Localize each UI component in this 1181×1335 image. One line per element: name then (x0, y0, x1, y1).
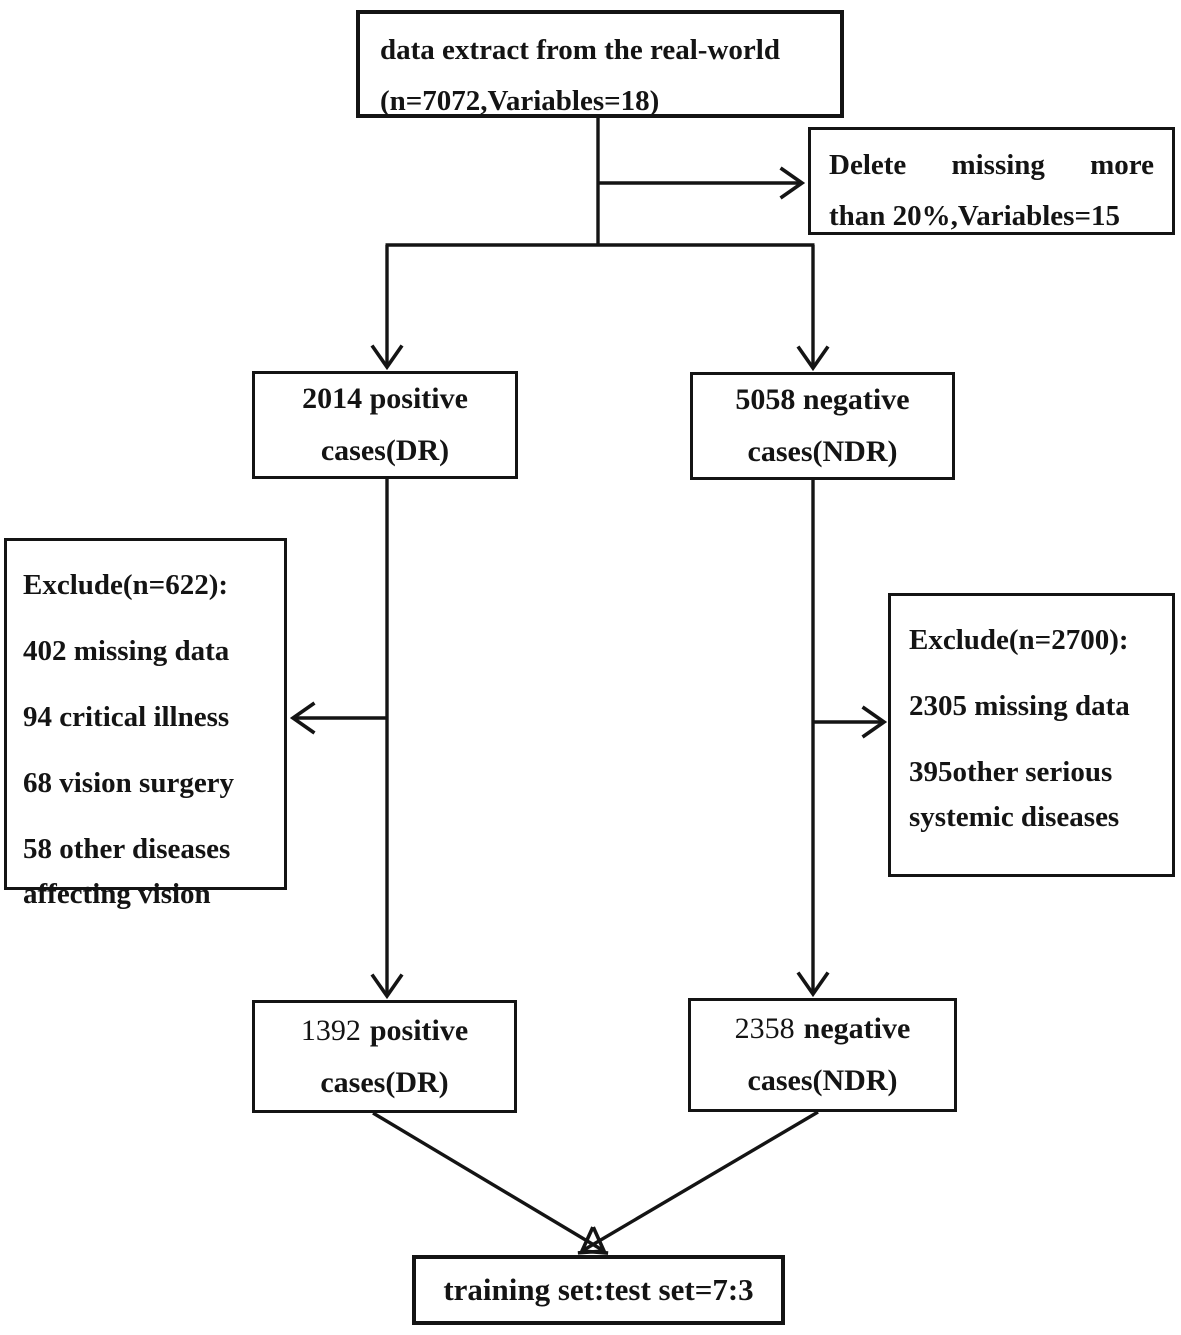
node-dr-cases: 2014 positive cases(DR) (252, 371, 518, 479)
node-delete-missing: Delete missing more than 20%,Variables=1… (808, 127, 1175, 235)
node-exclude-dr: Exclude(n=622): 402 missing data 94 crit… (4, 538, 287, 910)
node-ndr-cases: 5058 negative cases(NDR) (690, 372, 955, 480)
exclude-dr-item: 68 vision surgery (23, 767, 235, 799)
ndr-line-1: 5058 negative (735, 383, 910, 416)
dr-final-label: positive (369, 1013, 469, 1047)
edge-drfinal-to-split (372, 1111, 607, 1255)
source-line-2: (n=7072,Variables=18) (380, 85, 660, 117)
exclude-dr-item: 402 missing data (23, 635, 230, 667)
delete-line-2: than 20%,Variables=15 (829, 200, 1120, 232)
source-line-1: data extract from the real-world (380, 34, 780, 66)
dr-final-line-2: cases(DR) (320, 1065, 449, 1099)
dr-line-1: 2014 positive (302, 382, 468, 415)
ndr-line-2: cases(NDR) (747, 435, 898, 468)
exclude-ndr-item: 2305 missing data (909, 690, 1130, 722)
exclude-dr-item: 58 other diseases affecting vision (23, 833, 231, 910)
ndr-final-label: negative (803, 1012, 911, 1045)
training-split-label: training set:test set=7:3 (443, 1272, 754, 1307)
node-training-split: training set:test set=7:3 (412, 1255, 785, 1325)
exclude-ndr-title: Exclude(n=2700): (909, 624, 1129, 656)
exclude-dr-title: Exclude(n=622): (23, 569, 229, 601)
node-exclude-ndr: Exclude(n=2700): 2305 missing data 395ot… (888, 593, 1175, 877)
exclude-ndr-item: 395other serious systemic diseases (909, 756, 1120, 833)
node-source: data extract from the real-world (n=7072… (356, 10, 844, 118)
ndr-final-line-2: cases(NDR) (747, 1064, 898, 1097)
dr-final-number: 1392 (300, 1013, 361, 1047)
exclude-dr-item: 94 critical illness (23, 701, 230, 733)
ndr-final-number: 2358 (734, 1012, 795, 1045)
delete-line-1: Delete missing more (829, 149, 1154, 181)
edge-ndrfinal-to-split (579, 1110, 819, 1255)
dr-line-2: cases(DR) (320, 434, 450, 467)
